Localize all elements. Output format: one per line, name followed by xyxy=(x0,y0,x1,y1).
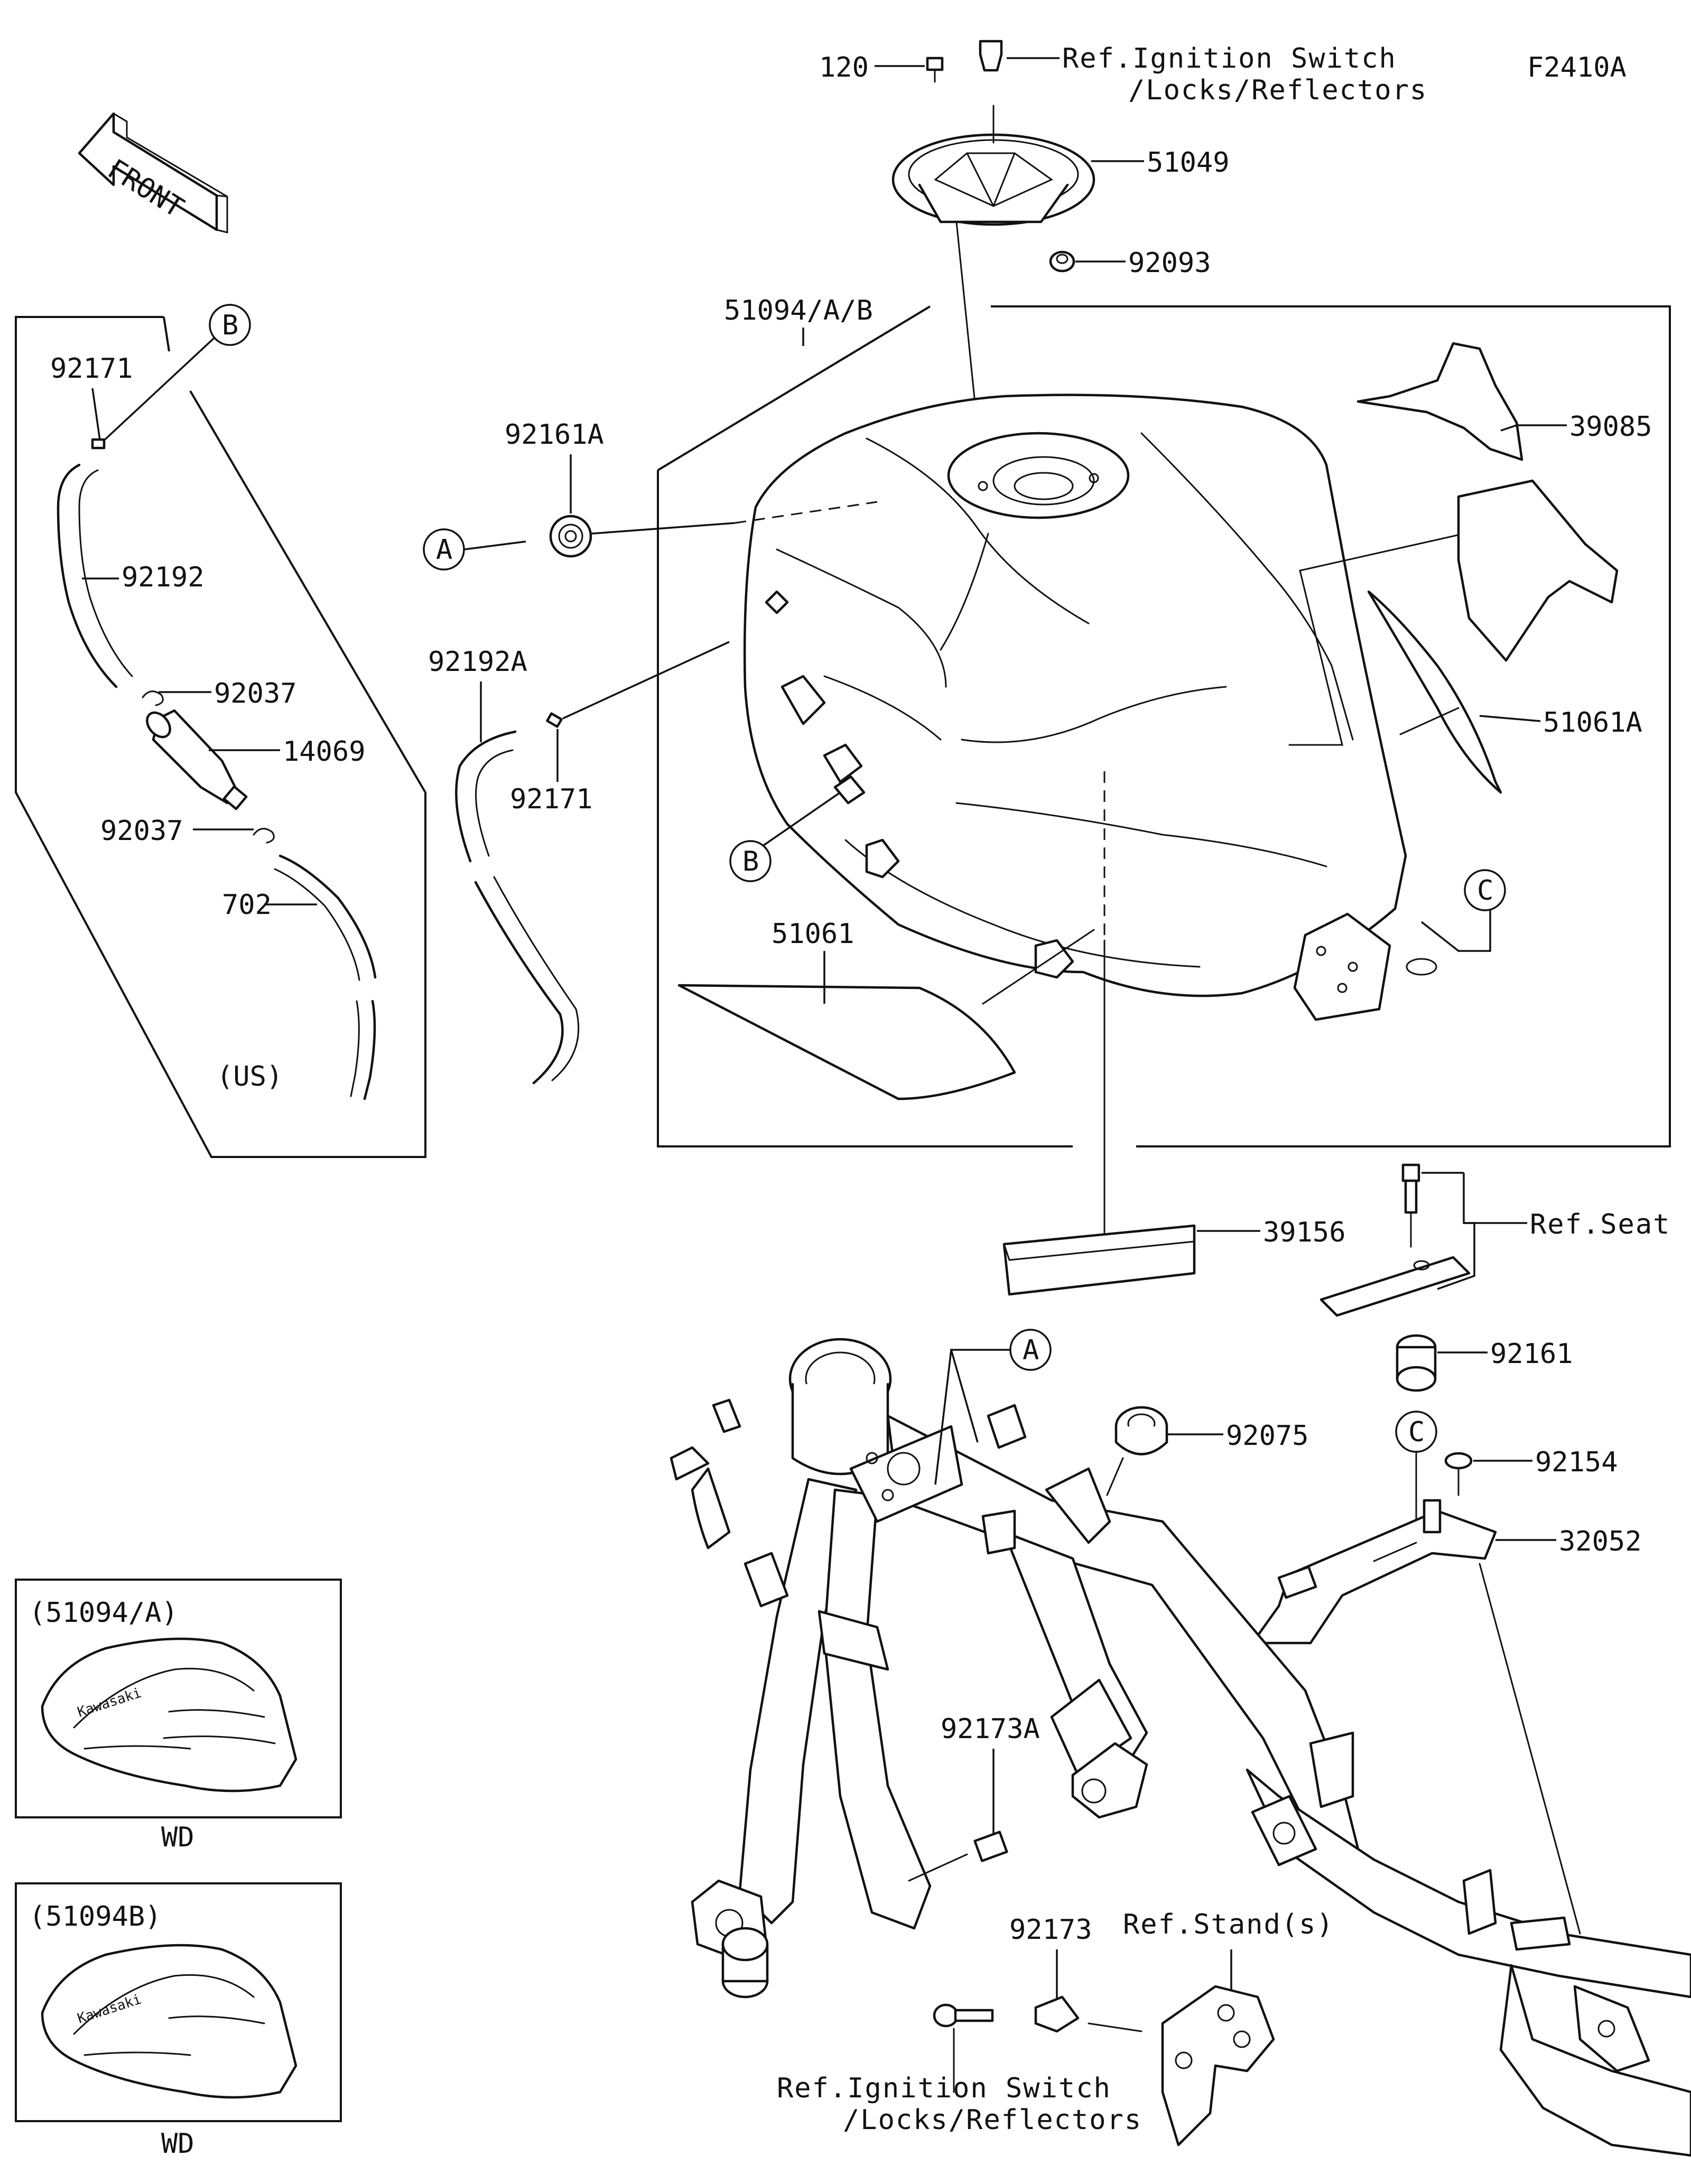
bolt-120 xyxy=(926,57,944,71)
front-arrow: FRONT xyxy=(78,112,228,234)
part-51049: 51049 xyxy=(1147,147,1230,179)
callout-c-tank xyxy=(1464,869,1506,911)
clip-92171-us xyxy=(91,438,106,450)
hose-92192a-lower xyxy=(474,881,564,1085)
lock-cylinder xyxy=(979,40,1003,72)
part-39156: 39156 xyxy=(1263,1217,1346,1248)
variant-51094b: (51094B) Kawasaki WD xyxy=(15,1882,342,2160)
ref-ignition-bottom-2: /Locks/Reflectors xyxy=(843,2104,1142,2136)
hose-702-upper xyxy=(278,854,377,979)
part-51061: 51061 xyxy=(772,918,854,950)
figure-code: F2410A xyxy=(1527,52,1627,83)
clip-92171 xyxy=(546,712,563,728)
callout-b-tank-label: B xyxy=(742,846,759,878)
callout-a-tank-label: A xyxy=(436,534,452,566)
variant-a-title: (51094/A) xyxy=(29,1597,178,1629)
callout-b-us xyxy=(209,304,251,346)
variant-b-caption: WD xyxy=(161,2128,194,2160)
variant-a-caption: WD xyxy=(161,1822,194,1853)
hose-92192a-upper xyxy=(455,730,517,863)
part-92161: 92161 xyxy=(1490,1338,1573,1370)
nut-92173a xyxy=(973,1831,1008,1862)
pad-51061a xyxy=(1367,590,1502,794)
part-92093: 92093 xyxy=(1128,247,1211,279)
grommet-92161a xyxy=(549,515,592,558)
bolt-seat xyxy=(1401,1163,1420,1182)
rear-subframe xyxy=(1499,1964,1691,2157)
hose-92192 xyxy=(57,463,118,688)
callout-c-tank-label: C xyxy=(1477,875,1493,907)
bracket-32052 xyxy=(1251,1509,1497,1645)
part-92161a: 92161A xyxy=(505,419,604,451)
us-part-92171: 92171 xyxy=(50,353,133,385)
tank-rear-bracket xyxy=(1293,912,1391,1021)
foam-39156: 39156 xyxy=(1002,1217,1346,1296)
frame: A 92075 92173A xyxy=(670,1329,1691,2157)
filter-14069 xyxy=(146,709,248,810)
nut-92093 xyxy=(1049,250,1075,273)
ref-seat: Ref.Seat xyxy=(1530,1209,1670,1240)
us-part-14069: 14069 xyxy=(283,736,366,768)
stand-plate xyxy=(1161,1985,1275,2146)
seat-bracket-group: Ref.Seat 92161 C 92154 32052 xyxy=(1251,1163,1670,1935)
us-box-label: (US) xyxy=(217,1061,283,1093)
us-hose-box: B 92171 92192 92037 14069 92037 702 (US xyxy=(15,304,426,1158)
part-92173: 92173 xyxy=(1009,1914,1092,1946)
ref-stand: Ref.Stand(s) xyxy=(1123,1909,1334,1940)
fuel-tank-box: 51094/A/B C xyxy=(423,295,1671,1245)
part-92192a: 92192A xyxy=(428,646,527,678)
part-120: 120 xyxy=(819,52,869,83)
part-92075: 92075 xyxy=(1226,1420,1309,1452)
clamp-92037-top xyxy=(142,690,164,706)
part-51094ab: 51094/A/B xyxy=(724,295,873,326)
nut-92173 xyxy=(1034,1995,1080,2033)
hose-702-lower xyxy=(363,1000,376,1100)
ref-ignition-top-1: Ref.Ignition Switch xyxy=(1062,43,1397,74)
ref-ignition-top-2: /Locks/Reflectors xyxy=(1128,74,1427,106)
tank-filler-ring xyxy=(947,432,1130,519)
fuel-cap-group: 120 Ref.Ignition Switch /Locks/Reflector… xyxy=(819,40,1427,482)
variant-b-title: (51094B) xyxy=(29,1901,161,1933)
us-part-702: 702 xyxy=(222,889,272,921)
pad-51061 xyxy=(677,984,1016,1100)
part-39085: 39085 xyxy=(1569,411,1652,443)
callout-c-frame-label: C xyxy=(1408,1416,1425,1448)
callout-b-tank xyxy=(729,840,772,882)
part-51061a: 51061A xyxy=(1543,707,1642,739)
callout-a-frame-label: A xyxy=(1023,1334,1039,1366)
bolt-stand xyxy=(933,2003,959,2028)
stand-group: 92173 Ref.Stand(s) Ref.Ignition Switch /… xyxy=(777,1909,1334,2146)
part-92173a: 92173A xyxy=(941,1713,1040,1745)
seat-plate xyxy=(1320,1256,1471,1317)
ref-ignition-bottom-1: Ref.Ignition Switch xyxy=(777,2073,1111,2104)
part-32052: 32052 xyxy=(1559,1526,1642,1557)
us-part-92037-top: 92037 xyxy=(214,678,297,710)
callout-b-us-label: B xyxy=(222,310,238,341)
pad-39085 xyxy=(1356,342,1619,662)
bolt-92154 xyxy=(1444,1452,1473,1470)
us-part-92192: 92192 xyxy=(122,562,205,593)
part-92171: 92171 xyxy=(510,783,593,815)
part-92154: 92154 xyxy=(1535,1446,1618,1478)
us-part-92037-bot: 92037 xyxy=(100,815,183,847)
variant-51094a: (51094/A) Kawasaki WD xyxy=(15,1579,342,1853)
clamp-92037-bot xyxy=(253,828,275,844)
